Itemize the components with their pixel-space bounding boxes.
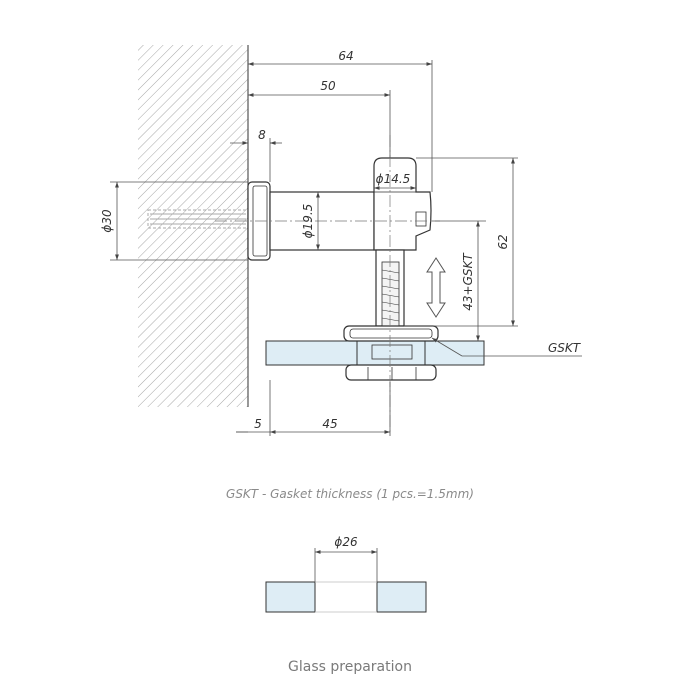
dim-height: 62 [496,234,510,249]
glass-preparation-caption: Glass preparation [288,659,412,675]
dim-hole-diameter: ɸ26 [334,535,358,549]
dim-gasket-label: GSKT [548,341,582,355]
dim-wall-plate-thickness: 8 [258,128,266,142]
gasket-note: GSKT - Gasket thickness (1 pcs.=1.5mm) [226,487,474,501]
dim-glass-offset: 45 [322,417,337,431]
upper-clamp [343,325,439,342]
adjustment-arrow-icon [426,257,446,318]
wall [138,45,249,407]
wall-anchor [147,209,249,229]
fitting [247,157,439,381]
dim-total-width: 64 [338,49,353,63]
grub-screw [415,211,427,227]
dim-pin-length: 50 [320,79,336,93]
dim-adjustment: 43+GSKT [461,252,475,311]
dimension-lines [110,45,582,436]
glass-preparation-drawing [265,548,427,613]
lower-clamp [345,364,437,381]
dim-arm-diameter: ɸ19.5 [301,204,315,239]
dim-wall-plate-diameter: ɸ30 [100,209,114,233]
dim-pin-diameter: ɸ14.5 [376,172,411,186]
dim-wall-gap: 5 [254,417,262,431]
